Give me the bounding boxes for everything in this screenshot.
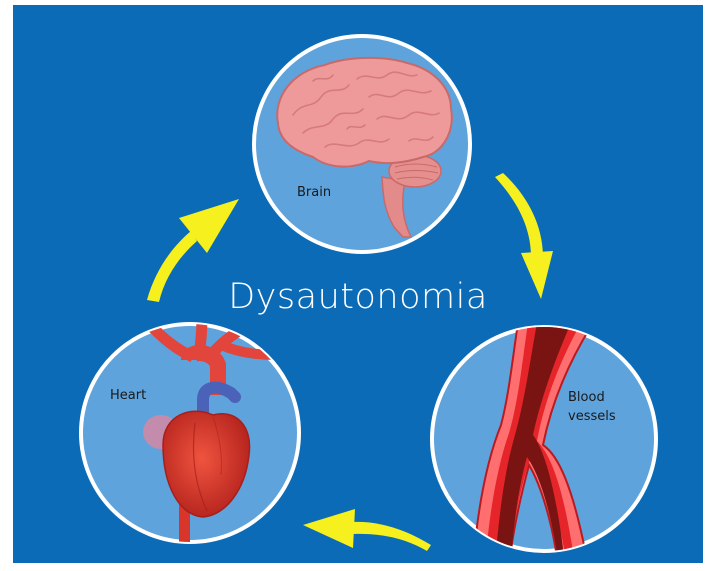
brain-node bbox=[254, 36, 470, 252]
heart-node bbox=[81, 305, 299, 555]
heart-label: Heart bbox=[110, 386, 146, 405]
vessels-label-line2: vessels bbox=[568, 407, 616, 426]
arrow-vessels-to-heart bbox=[303, 509, 431, 551]
vessels-node bbox=[432, 323, 656, 563]
vessels-label: Blood vessels bbox=[568, 388, 616, 426]
diagram-panel: Dysautonomia Brain Heart Blood vessels bbox=[13, 5, 703, 563]
vessels-label-line1: Blood bbox=[568, 388, 616, 407]
diagram-title: Dysautonomia bbox=[13, 277, 703, 317]
brain-label: Brain bbox=[297, 183, 331, 202]
